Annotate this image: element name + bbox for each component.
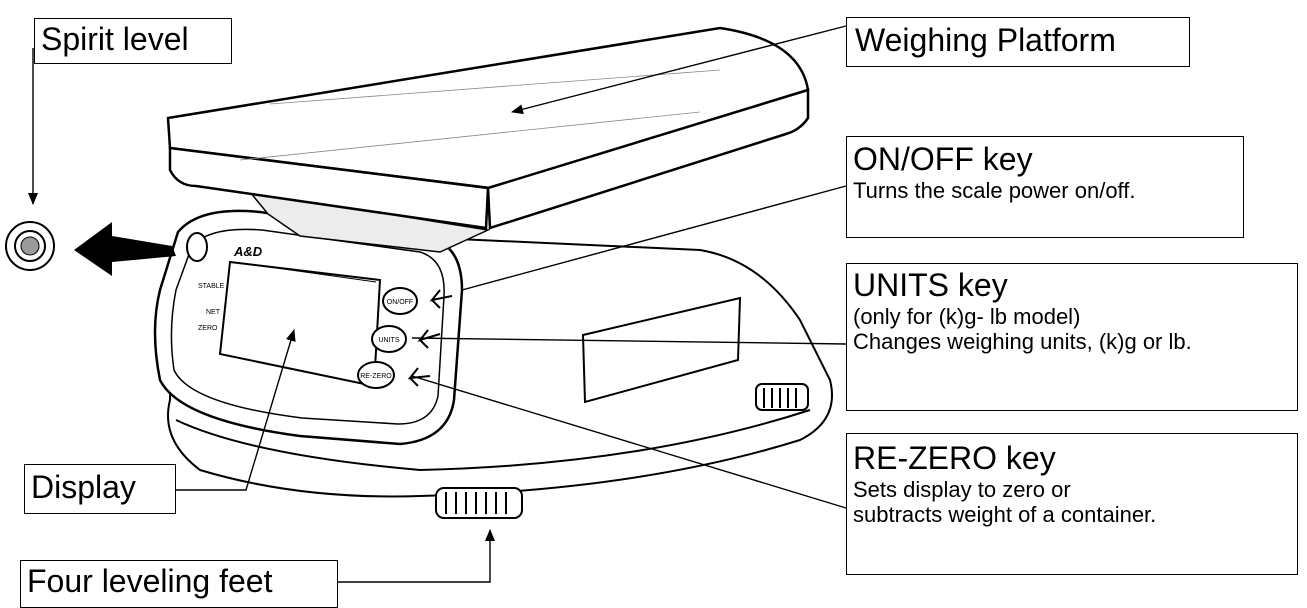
spirit-level-bubble: [186, 232, 208, 262]
display-title: Display: [31, 469, 136, 505]
leader-lines: [28, 25, 847, 583]
units-button[interactable]: UNITS: [371, 325, 407, 353]
panel-brand: A&D: [233, 244, 263, 259]
weighing-platform: [166, 26, 810, 253]
rezero-key-desc-1: Sets display to zero or: [853, 476, 1071, 502]
onoff-button[interactable]: ON/OFF: [382, 287, 418, 315]
panel-net-label: NET: [206, 309, 221, 316]
onoff-key-label: ON/OFF key Turns the scale power on/off.: [846, 136, 1244, 238]
units-key-title: UNITS key: [853, 267, 1008, 303]
weighing-platform-title: Weighing Platform: [855, 22, 1116, 58]
side-window: [581, 296, 742, 404]
svg-text:ON/OFF: ON/OFF: [387, 299, 413, 306]
weighing-platform-label: Weighing Platform: [846, 17, 1190, 67]
panel-zero-label: ZERO: [198, 325, 218, 332]
leveling-feet-title: Four leveling feet: [27, 563, 273, 599]
spirit-level-label: Spirit level: [34, 18, 232, 64]
svg-text:UNITS: UNITS: [379, 337, 400, 344]
units-key-label: UNITS key (only for (k)g- lb model) Chan…: [846, 263, 1298, 411]
display-label: Display: [24, 464, 176, 514]
spirit-level-detail: [5, 221, 55, 271]
leveling-foot-back: [755, 383, 809, 411]
rezero-key-label: RE-ZERO key Sets display to zero or subt…: [846, 433, 1298, 575]
front-panel: A&D STABLE NET ZERO ON/OFF UNITS RE-ZERO: [153, 209, 464, 446]
rezero-key-desc-2: subtracts weight of a container.: [853, 502, 1157, 528]
spirit-level-title: Spirit level: [41, 21, 189, 57]
units-key-desc: Changes weighing units, (k)g or lb.: [853, 329, 1192, 355]
leveling-foot-front: [435, 487, 523, 519]
onoff-key-title: ON/OFF key: [853, 141, 1033, 177]
rezero-button[interactable]: RE-ZERO: [357, 361, 395, 389]
leveling-feet-label: Four leveling feet: [20, 560, 338, 608]
rezero-key-title: RE-ZERO key: [853, 440, 1056, 476]
units-key-note: (only for (k)g- lb model): [853, 303, 1081, 329]
onoff-key-desc: Turns the scale power on/off.: [853, 177, 1136, 203]
svg-text:RE-ZERO: RE-ZERO: [360, 373, 392, 380]
panel-stable-label: STABLE: [198, 283, 225, 290]
bold-arrow-icon: [74, 222, 176, 276]
